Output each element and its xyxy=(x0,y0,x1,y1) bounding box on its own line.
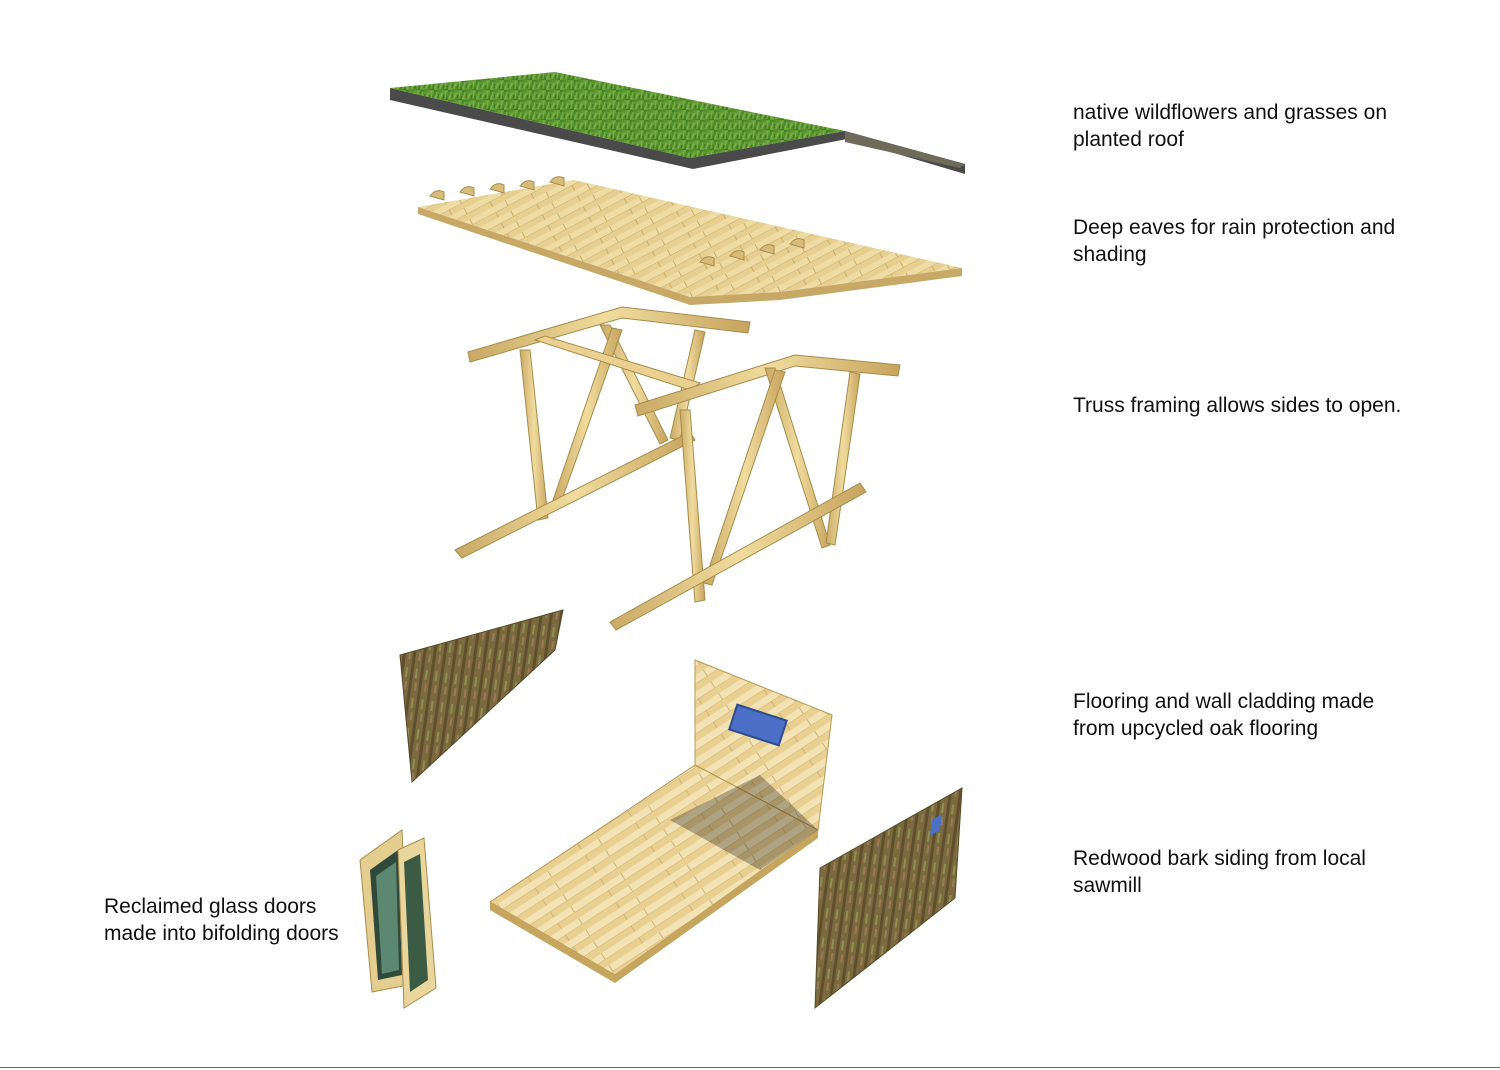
bark-wall-right xyxy=(814,787,963,1010)
eaves-plank-surface xyxy=(418,180,962,297)
label-oak-flooring: Flooring and wall cladding made from upc… xyxy=(1073,690,1375,740)
footer-rule xyxy=(0,1067,1500,1068)
roof-rear-slope xyxy=(845,131,965,168)
planted-roof xyxy=(390,72,965,174)
bifolding-glass-doors xyxy=(359,829,437,1009)
label-glass-doors: Reclaimed glass doors made into bifoldin… xyxy=(104,895,339,945)
roof-grass-surface xyxy=(390,72,845,158)
bark-wall-left xyxy=(399,609,564,784)
roof-edge xyxy=(390,88,965,174)
back-wall-window xyxy=(727,703,789,747)
label-planted-roof: native wildflowers and grasses on plante… xyxy=(1073,101,1387,151)
eaves-deck xyxy=(418,176,962,305)
label-redwood-siding: Redwood bark siding from local sawmill xyxy=(1073,847,1366,897)
floor-shadow xyxy=(670,775,818,870)
oak-floor-and-wall xyxy=(489,659,833,983)
oak-floor-edge xyxy=(490,830,818,983)
side-window xyxy=(930,814,942,836)
label-deep-eaves: Deep eaves for rain protection and shadi… xyxy=(1073,216,1396,266)
label-truss-framing: Truss framing allows sides to open. xyxy=(1073,394,1402,417)
rafter-ends xyxy=(429,176,805,267)
truss-frame xyxy=(454,306,901,631)
